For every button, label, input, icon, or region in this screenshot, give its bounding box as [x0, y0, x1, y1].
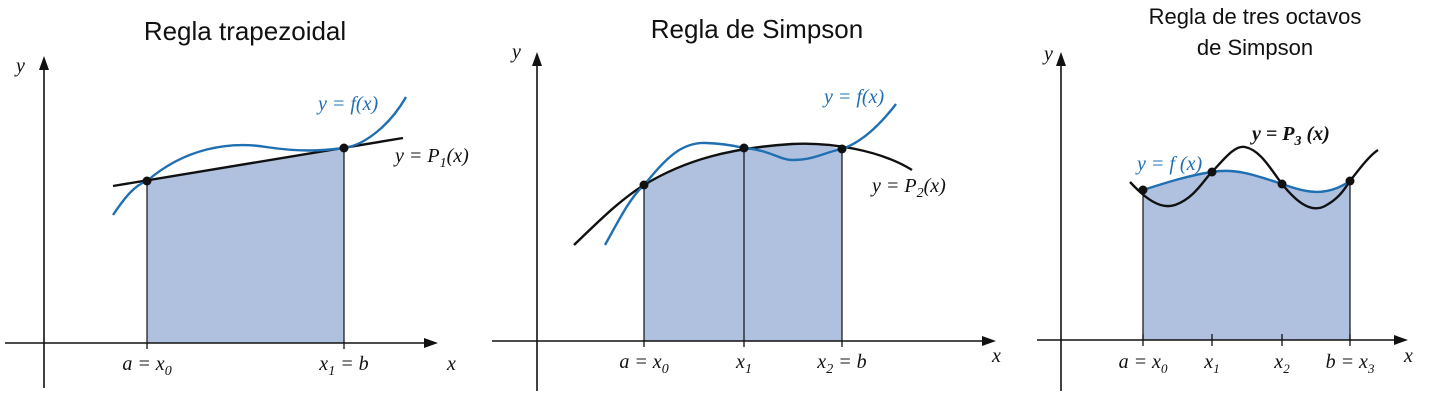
function-label: y = f (x) [1135, 153, 1202, 175]
function-label: y = f(x) [316, 93, 378, 115]
tick-label-a: a = x0 [619, 351, 668, 377]
node-point [339, 143, 349, 153]
y-axis-label: y [14, 55, 25, 77]
tick-label-a: a = x0 [122, 353, 171, 379]
shaded-area [1143, 170, 1350, 340]
node-point [837, 144, 847, 154]
y-axis-label: y [510, 41, 521, 63]
node-point [1277, 179, 1287, 189]
panel-simpson: Regla de Simpson y x y = f(x) y = P2(x) … [492, 14, 1001, 391]
tick-label-a: a = x0 [1119, 351, 1168, 376]
tick-label-x1: x1 [735, 351, 752, 377]
x-axis-label: x [446, 353, 456, 375]
node-point [739, 143, 749, 153]
function-label: y = f(x) [822, 86, 884, 108]
panel-trapezoidal: Regla trapezoidal y x y = f(x) y = P1(x)… [5, 16, 469, 388]
tick-label-b: b = x3 [1326, 351, 1375, 376]
polynomial-label: y = P3 (x) [1250, 123, 1330, 149]
panel-title: Regla trapezoidal [144, 16, 346, 46]
function-curve [1142, 169, 1351, 194]
panel-title: Regla de Simpson [651, 14, 863, 44]
y-axis-label: y [1042, 43, 1053, 65]
node-point [1207, 167, 1217, 177]
x-axis-arrow [424, 338, 438, 348]
tick-label-x1: x1 [1203, 351, 1219, 376]
node-point [1345, 176, 1355, 186]
y-axis-arrow [1056, 52, 1066, 66]
function-curve [112, 96, 408, 216]
y-axis-arrow [39, 56, 49, 70]
node-point [1138, 185, 1148, 195]
x-axis-label: x [991, 345, 1001, 367]
polynomial-label: y = P1(x) [393, 145, 469, 171]
panel-simpson-three-eighths: Regla de tres octavos de Simpson y x y =… [1037, 4, 1413, 391]
y-axis-arrow [532, 52, 542, 66]
tick-label-x2: x2 [1273, 351, 1290, 376]
polynomial-label: y = P2(x) [870, 175, 946, 201]
panel-title-line1: Regla de tres octavos [1149, 4, 1362, 29]
x-axis-arrow [1394, 335, 1408, 345]
panel-title-line2: de Simpson [1197, 35, 1313, 60]
node-point [639, 180, 649, 190]
tick-label-b: x2 = b [816, 351, 866, 377]
shaded-area [644, 143, 842, 341]
tick-label-b: x1 = b [318, 353, 368, 379]
x-axis-label: x [1403, 345, 1413, 367]
node-point [142, 176, 152, 186]
x-axis-arrow [982, 336, 996, 346]
shaded-area [147, 148, 344, 343]
polynomial-curve [573, 142, 913, 246]
